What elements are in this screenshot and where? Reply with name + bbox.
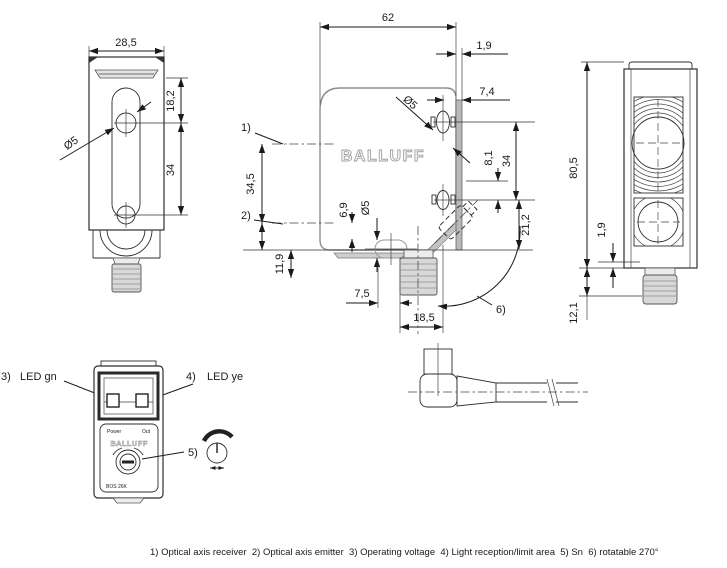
label-rotatable: 6) [496,304,506,316]
top-cap [628,61,693,69]
side-body [88,56,165,231]
threaded-connector [111,263,142,293]
panel-view: 3) LED gn 4) LED ye Power Out BALLUFF BO… [1,360,243,504]
threaded-connector [399,257,438,296]
main-body [319,87,457,251]
dim-plate-thickness: 1,9 [476,40,491,52]
dim-slot-dia: Ø5 [360,201,372,216]
cable-connector-view [408,343,588,408]
dim-hole-spacing: 34 [165,164,177,176]
led-green-indicator [106,393,120,408]
dim-top-to-hole: 18,2 [165,90,177,111]
dim-lower-height: 21,2 [520,214,532,235]
label-operating-voltage: 3) [1,371,11,383]
led-green-label: LED gn [20,371,57,383]
threaded-connector [642,274,678,305]
corner-bevel-icon [155,57,164,63]
label-emitter: 2) [241,210,251,222]
dim-axis-to-base: 6,9 [338,202,350,217]
brand-logo: BALLUFF [341,148,425,165]
brand-logo-small: BALLUFF [110,439,147,448]
out-label: Out [142,429,151,435]
dim-body-width: 62 [382,12,394,24]
main-view: BALLUFF Ø5 62 1,9 [241,12,535,334]
rotated-connector-ghost [434,200,478,244]
dim-width: 28,5 [115,37,136,49]
label-sn: 5) [188,447,198,459]
dim-screw-to-face: 7,4 [479,86,494,98]
footnote-legend: 1) Optical axis receiver 2) Optical axis… [150,547,659,558]
dim-screw-spacing: 34 [501,155,513,167]
strain-relief [456,375,497,407]
fixing-screw [431,184,456,216]
dim-height: 80,5 [568,157,580,178]
dim-base-height: 11,9 [274,254,286,275]
dim-conn-length: 12,1 [568,302,580,323]
power-label: Power [107,429,122,435]
control-panel [99,423,159,493]
dim-slot-offset: 7,5 [354,288,369,300]
led-yellow-indicator [135,393,149,408]
label-light-reception: 4) [186,371,196,383]
rotate-dial-icon [201,429,234,470]
label-receiver: 1) [241,122,251,134]
front-view: 80,5 1,9 12,1 [568,61,698,324]
dim-bezel: 1,9 [596,222,608,237]
model-label: BOS 26K [106,484,128,490]
side-view: 28,5 Ø5 18,2 34 [59,37,188,293]
connector-collar [99,229,153,257]
mounting-plate [455,99,463,251]
led-yellow-label: LED ye [207,371,243,383]
emitter-lens-window [633,197,684,247]
connector-body [419,373,458,408]
dim-conn-offset: 18,5 [413,312,434,324]
receiver-lens-window [633,96,684,194]
corner-bevel-icon [89,57,98,63]
dim-screw-to-axis: 8,1 [483,150,495,165]
rotation-arc [437,225,521,310]
adjustment-screw[interactable] [115,449,141,475]
dim-axis-spacing: 34,5 [245,173,257,194]
